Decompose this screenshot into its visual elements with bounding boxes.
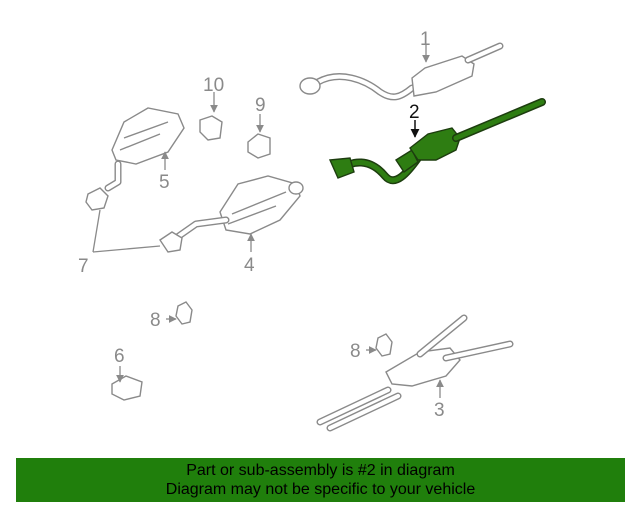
part-9-hanger[interactable]	[247, 133, 271, 159]
banner-line-2: Diagram may not be specific to your vehi…	[165, 481, 476, 498]
callout-7: 7	[78, 256, 89, 277]
callout-5: 5	[159, 172, 170, 193]
info-banner: Part or sub-assembly is #2 in diagram Di…	[16, 458, 625, 502]
part-8-bracket[interactable]	[175, 301, 193, 325]
part-4-muffler[interactable]	[172, 175, 304, 242]
callout-1: 1	[420, 29, 431, 50]
part-7-clamp[interactable]	[85, 187, 183, 253]
callout-8-lower: 8	[350, 341, 361, 362]
exhaust-parts-diagram: 1 2 5 10 9 4	[78, 29, 546, 432]
callout-6: 6	[114, 346, 125, 367]
callout-10: 10	[203, 75, 224, 96]
callout-4: 4	[244, 255, 255, 276]
part-1-converter[interactable]	[299, 42, 504, 101]
part-6-clamp[interactable]	[111, 375, 143, 401]
part-5-muffler[interactable]	[104, 107, 185, 192]
callout-8-upper: 8	[150, 310, 161, 331]
callout-3: 3	[434, 400, 445, 421]
callout-9: 9	[255, 95, 266, 116]
banner-line-1: Part or sub-assembly is #2 in diagram	[186, 462, 455, 479]
part-3-y-pipe[interactable]	[316, 314, 514, 432]
part-10-hanger[interactable]	[199, 115, 223, 141]
part-2-converter-pipe[interactable]	[328, 98, 546, 185]
callout-2: 2	[409, 102, 420, 123]
